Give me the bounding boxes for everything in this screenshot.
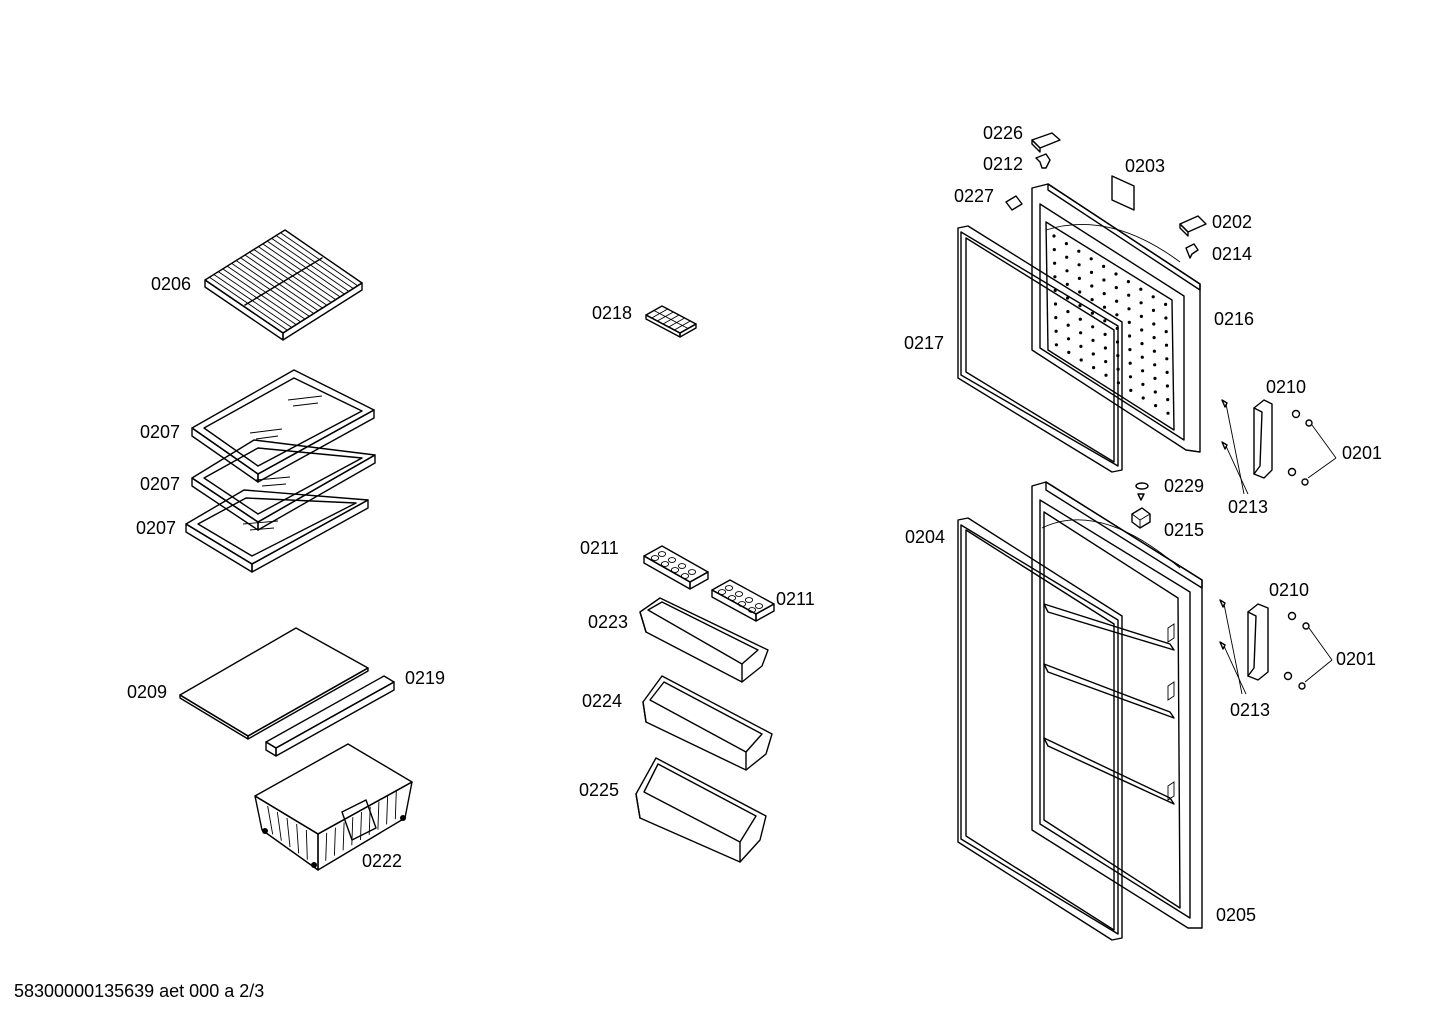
label-0207-2: 0207 (140, 474, 180, 494)
part-0211-egg-tray-1 (643, 545, 709, 590)
part-0225-door-bin (635, 757, 767, 863)
label-0223: 0223 (588, 612, 628, 632)
part-0224-door-bin (642, 675, 773, 771)
part-0213-screws-upper (1221, 399, 1249, 495)
part-0210-handle-lower (1247, 603, 1269, 681)
label-0222: 0222 (362, 851, 402, 871)
part-0206-wire-shelf (204, 229, 363, 341)
label-0211-1: 0211 (580, 538, 619, 558)
part-0210-handle-upper (1253, 399, 1273, 479)
label-0225: 0225 (579, 780, 619, 800)
part-0201-caps-upper (1287, 409, 1337, 486)
label-0214: 0214 (1212, 244, 1252, 264)
part-0222-crisper-drawer (254, 743, 413, 871)
label-0226: 0226 (983, 123, 1023, 143)
part-0207-glass-shelf-3 (185, 489, 369, 573)
part-0223-door-bin (639, 597, 769, 683)
part-0201-caps-lower (1283, 611, 1333, 690)
label-0207-3: 0207 (136, 518, 176, 538)
label-0211-2: 0211 (776, 589, 815, 609)
part-0211-egg-tray-2 (711, 579, 775, 622)
part-0219-trim-strip (265, 675, 395, 757)
part-0215-hinge-bushing (1131, 493, 1151, 529)
label-0207-1: 0207 (140, 422, 180, 442)
part-0209-crisper-cover (179, 627, 369, 740)
document-footer-code: 58300000135639 aet 000 a 2/3 (14, 981, 264, 1001)
part-0214-hinge (1185, 243, 1199, 259)
label-0210-lower: 0210 (1269, 580, 1309, 600)
label-0210-upper: 0210 (1266, 377, 1306, 397)
label-0219: 0219 (405, 668, 445, 688)
label-0206: 0206 (151, 274, 191, 294)
part-0218-ice-tray (645, 305, 697, 338)
label-0205: 0205 (1216, 905, 1256, 925)
part-0207-glass-shelf-1 (191, 369, 375, 483)
label-0212: 0212 (983, 154, 1023, 174)
part-0205-fridge-door (1031, 481, 1203, 929)
label-0217: 0217 (904, 333, 944, 353)
label-0204: 0204 (905, 527, 945, 547)
label-0218: 0218 (592, 303, 632, 323)
label-0203: 0203 (1125, 156, 1165, 176)
label-0215: 0215 (1164, 520, 1204, 540)
label-0213-upper: 0213 (1228, 497, 1268, 517)
part-0229-washer (1135, 482, 1149, 490)
label-0202: 0202 (1212, 212, 1252, 232)
label-0216: 0216 (1214, 309, 1254, 329)
label-0229: 0229 (1164, 476, 1204, 496)
label-0209: 0209 (127, 682, 167, 702)
part-0226-hinge-cover (1031, 132, 1061, 153)
label-0201-lower: 0201 (1336, 649, 1376, 669)
label-0224: 0224 (582, 691, 622, 711)
part-0202-hinge-cover (1179, 215, 1207, 237)
part-0207-glass-shelf-2 (191, 439, 376, 531)
label-0227: 0227 (954, 186, 994, 206)
part-0204-fridge-gasket (957, 517, 1123, 941)
part-labels: 0206 0207 0207 0207 0209 0219 0222 0218 … (127, 123, 1382, 925)
part-0212-hinge-pin (1035, 153, 1051, 169)
part-0227-plug (1005, 195, 1023, 211)
part-0213-screws-lower (1219, 599, 1247, 695)
part-0217-freezer-gasket (957, 225, 1123, 473)
label-0213-lower: 0213 (1230, 700, 1270, 720)
label-0201-upper: 0201 (1342, 443, 1382, 463)
part-0203-label (1111, 175, 1135, 211)
